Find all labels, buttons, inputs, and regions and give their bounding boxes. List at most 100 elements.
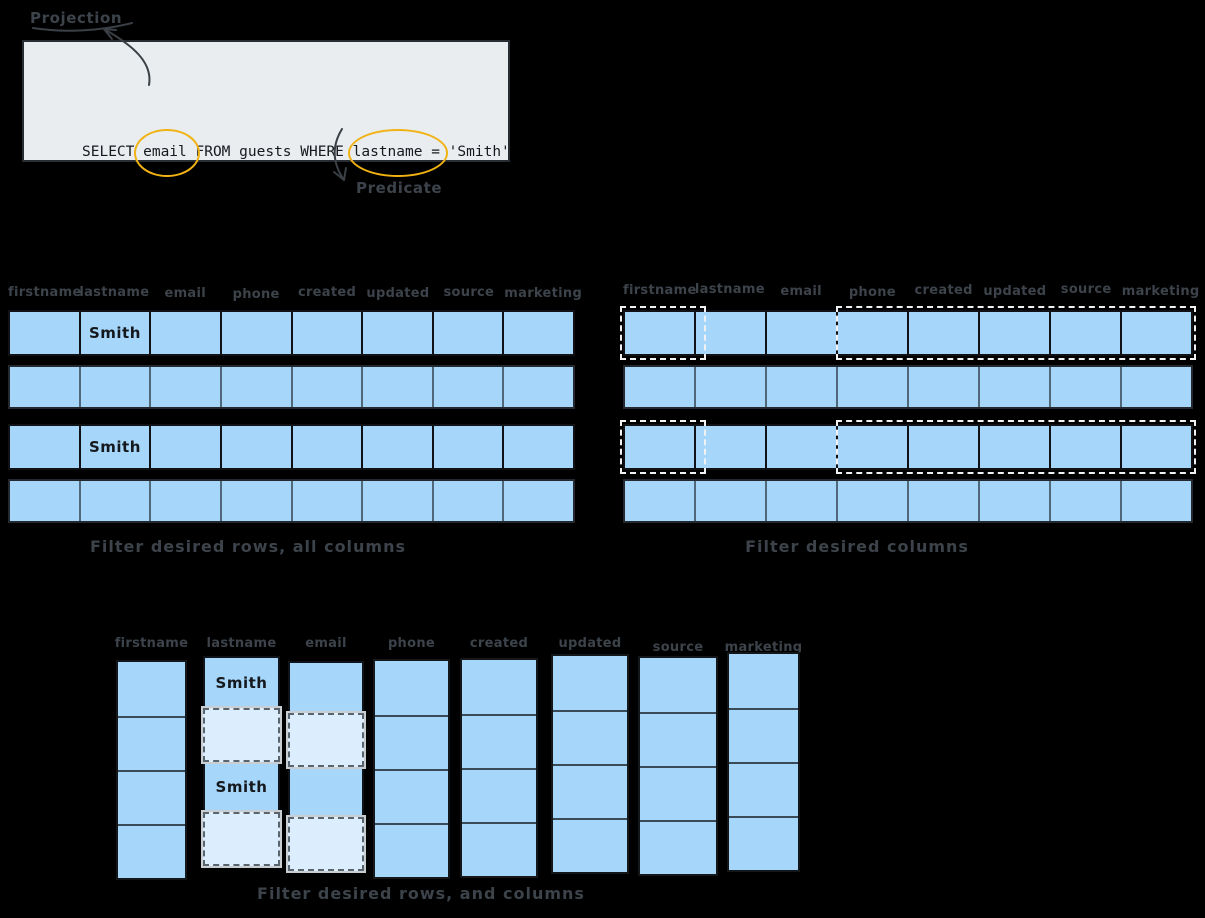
table-cell-source — [431, 312, 503, 354]
strip-cell-phone — [375, 661, 448, 715]
strip-cell-marketing — [729, 708, 798, 762]
strip-cell-created — [462, 822, 536, 876]
table-cell-phone — [219, 312, 291, 354]
right-column-header-marketing: marketing — [1121, 284, 1200, 299]
table-cell-firstname — [625, 312, 694, 354]
right-column-header-firstname: firstname — [623, 283, 697, 298]
strip-cell-created — [462, 660, 536, 714]
table-cell-firstname — [10, 312, 79, 354]
table-cell-marketing — [502, 481, 573, 521]
column-strip-created — [460, 658, 538, 878]
strip-cell-lastname: Smith — [203, 760, 280, 814]
right-column-header-lastname: lastname — [694, 282, 765, 297]
table-cell-email — [765, 312, 836, 354]
table-row — [623, 479, 1193, 523]
predicate-term: lastname — [347, 129, 449, 177]
table-cell-updated — [978, 312, 1049, 354]
table-cell-updated — [978, 426, 1049, 468]
table-cell-created — [907, 312, 978, 354]
strip-cell-created — [462, 768, 536, 822]
table-cell-source — [1049, 481, 1120, 521]
table-cell-created — [290, 312, 362, 354]
sql-prefix: SELECT — [82, 144, 144, 160]
strip-cell-marketing — [729, 762, 798, 816]
bottom-column-header-email: email — [305, 636, 347, 651]
left-column-header-firstname: firstname — [8, 285, 82, 300]
predicate-arrowhead — [333, 167, 347, 181]
strip-cell-phone — [375, 769, 448, 823]
table-cell-created — [907, 481, 978, 521]
bottom-column-header-updated: updated — [558, 636, 622, 651]
table-cell-lastname — [78, 481, 150, 521]
column-strip-marketing — [727, 652, 800, 872]
right-table-caption: Filter desired columns — [745, 537, 969, 556]
column-strip-updated — [551, 654, 629, 874]
table-cell-lastname — [694, 426, 765, 468]
table-cell-lastname: Smith — [78, 426, 150, 468]
table-cell-source — [1049, 367, 1120, 407]
left-column-header-source: source — [443, 285, 495, 300]
table-cell-email — [149, 481, 220, 521]
table-cell-created — [290, 367, 362, 407]
table-cell-email — [765, 367, 836, 407]
table-cell-updated — [361, 312, 432, 354]
table-cell-marketing — [1120, 312, 1191, 354]
bottom-column-header-created: created — [469, 636, 529, 651]
table-cell-email — [765, 481, 836, 521]
strip-cell-updated — [553, 656, 627, 710]
table-cell-firstname — [10, 481, 79, 521]
left-column-header-email: email — [164, 286, 207, 301]
left-table-caption: Filter desired rows, all columns — [89, 537, 407, 556]
table-cell-phone — [219, 481, 291, 521]
bottom-column-header-source: source — [652, 640, 704, 655]
column-strip-phone — [373, 659, 450, 879]
table-cell-source — [1049, 312, 1120, 354]
strip-cell-source — [640, 658, 716, 712]
bottom-table-caption: Filter desired rows, and columns — [257, 884, 585, 903]
bottom-column-header-firstname: firstname — [114, 636, 189, 651]
table-cell-marketing — [1120, 426, 1191, 468]
table-cell-updated — [978, 367, 1049, 407]
projection-term: email — [134, 129, 200, 177]
strip-cell-source — [640, 712, 716, 766]
table-cell-created — [907, 367, 978, 407]
column-strip-source — [638, 656, 718, 876]
table-cell-lastname: Smith — [78, 312, 150, 354]
table-row: Smith — [8, 310, 575, 356]
strip-cell-marketing — [729, 816, 798, 870]
table-cell-marketing — [502, 426, 573, 468]
right-column-header-updated: updated — [983, 284, 1047, 299]
table-cell-phone — [219, 367, 291, 407]
table-cell-email — [149, 367, 220, 407]
column-strip-firstname — [116, 660, 187, 880]
strip-cell-updated — [553, 764, 627, 818]
left-column-header-phone: phone — [232, 287, 280, 302]
left-column-header-marketing: marketing — [504, 286, 583, 301]
table-row — [620, 306, 1196, 360]
bottom-column-header-phone: phone — [387, 636, 436, 651]
strip-cell-email — [286, 815, 366, 873]
table-cell-source — [1049, 426, 1120, 468]
table-cell-lastname — [694, 481, 765, 521]
strip-cell-updated — [553, 710, 627, 764]
right-column-header-source: source — [1060, 282, 1112, 297]
table-row: Smith — [8, 424, 575, 470]
strip-cell-updated — [553, 818, 627, 872]
table-cell-email — [149, 312, 220, 354]
strip-cell-created — [462, 714, 536, 768]
strip-cell-email — [288, 661, 364, 715]
table-cell-source — [431, 481, 503, 521]
table-cell-source — [431, 367, 503, 407]
sql-query: SELECT email FROM guests WHERE lastname … — [82, 129, 510, 177]
table-cell-phone — [836, 312, 907, 354]
strip-cell-source — [640, 766, 716, 820]
sql-query-box: SELECT email FROM guests WHERE lastname … — [22, 40, 510, 177]
projection-arrowhead — [103, 28, 117, 40]
strip-cell-email — [286, 711, 366, 769]
left-column-header-created: created — [297, 285, 357, 300]
table-row — [623, 365, 1193, 409]
table-cell-marketing — [1120, 367, 1191, 407]
table-cell-marketing — [502, 312, 573, 354]
table-cell-lastname — [694, 367, 765, 407]
left-column-header-lastname: lastname — [79, 285, 150, 300]
